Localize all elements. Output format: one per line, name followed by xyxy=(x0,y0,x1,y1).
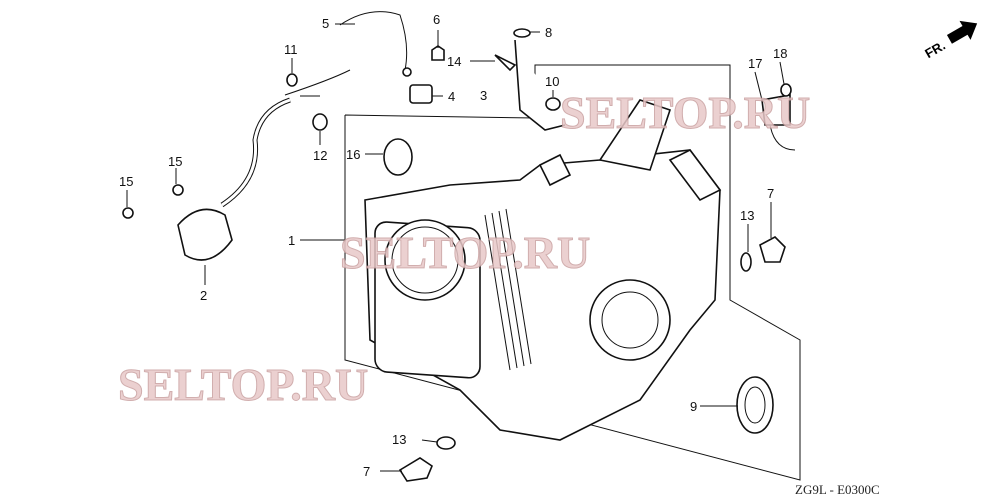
bolt-part-18[interactable] xyxy=(780,83,792,97)
bolt-part-15a[interactable] xyxy=(172,184,184,196)
bolt-part-6[interactable] xyxy=(431,45,445,61)
callout-16[interactable]: 16 xyxy=(346,147,360,162)
washer-part-13a[interactable] xyxy=(740,252,752,272)
callout-2[interactable]: 2 xyxy=(200,288,207,303)
callout-15[interactable]: 15 xyxy=(168,154,182,169)
callout-12[interactable]: 12 xyxy=(313,148,327,163)
sensor-part-17[interactable] xyxy=(761,94,791,126)
watermark: SELTOP.RU xyxy=(118,359,368,410)
callout-6[interactable]: 6 xyxy=(433,12,440,27)
callout-8[interactable]: 8 xyxy=(545,25,552,40)
crankcase-part-1[interactable] xyxy=(364,99,722,441)
callout-10[interactable]: 10 xyxy=(545,74,559,89)
bearing-part-16[interactable] xyxy=(383,138,413,176)
sensor-wire xyxy=(769,124,796,151)
washer-part-13b[interactable] xyxy=(436,436,456,450)
callout-4[interactable]: 4 xyxy=(448,89,455,104)
ring-part-11[interactable] xyxy=(286,73,298,87)
wire-harness-part-5[interactable] xyxy=(284,11,412,96)
watermark: SELTOP.RU xyxy=(560,87,810,138)
callout-13[interactable]: 13 xyxy=(740,208,754,223)
breather-cover-part-2[interactable] xyxy=(177,97,291,261)
arrow-icon xyxy=(946,20,978,44)
drawing-code: ZG9L - E0300C xyxy=(795,482,880,497)
grommet-part-4[interactable] xyxy=(409,84,433,104)
front-direction-indicator: FR. xyxy=(922,20,978,61)
callout-7[interactable]: 7 xyxy=(767,186,774,201)
nut-part-10[interactable] xyxy=(545,97,561,111)
front-label: FR. xyxy=(922,38,948,61)
callout-3[interactable]: 3 xyxy=(480,88,487,103)
bolt-part-7b[interactable] xyxy=(398,457,433,482)
callout-9[interactable]: 9 xyxy=(690,399,697,414)
callout-17[interactable]: 17 xyxy=(748,56,762,71)
callout-15[interactable]: 15 xyxy=(119,174,133,189)
callout-1[interactable]: 1 xyxy=(288,233,295,248)
watermark: SELTOP.RU xyxy=(340,227,590,278)
callout-14[interactable]: 14 xyxy=(447,54,461,69)
bolt-part-7a[interactable] xyxy=(759,236,786,263)
callout-11[interactable]: 11 xyxy=(284,42,298,57)
callout-18[interactable]: 18 xyxy=(773,46,787,61)
washer-part-8[interactable] xyxy=(513,28,531,38)
callout-13[interactable]: 13 xyxy=(392,432,406,447)
nut-part-12[interactable] xyxy=(312,113,328,131)
clip-part-14[interactable] xyxy=(494,54,517,72)
callout-7[interactable]: 7 xyxy=(363,464,370,479)
oil-seal-part-9[interactable] xyxy=(736,376,774,434)
bolt-part-15b[interactable] xyxy=(122,207,134,219)
callout-5[interactable]: 5 xyxy=(322,16,329,31)
leader-lines xyxy=(126,23,785,472)
